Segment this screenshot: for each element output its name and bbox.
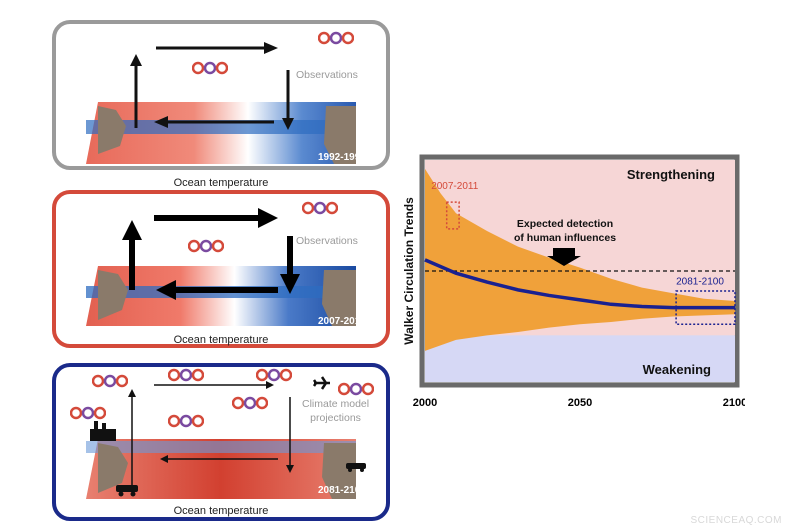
ocean-temperature-caption: Ocean temperature (173, 177, 269, 189)
co2-molecule-icon (92, 374, 128, 388)
period-label: 1992-1996 (318, 152, 366, 163)
observations-note: Observations (296, 235, 358, 247)
x-tick-label: 2000 (413, 397, 437, 409)
co2-molecule-icon (192, 61, 228, 75)
y-axis-label: Walker Circulation Trends (402, 197, 416, 345)
x-tick-label: 2100 (723, 397, 745, 409)
panel-observations-1992: Observations 1992-1996 Ocean temperature (52, 20, 390, 189)
ocean-map (86, 439, 356, 499)
projections-note-line1: Climate model (302, 398, 370, 410)
co2-molecule-icon (168, 368, 204, 382)
x-tick-label: 2050 (568, 397, 592, 409)
projections-note-line2: projections (310, 412, 361, 424)
car-icon (116, 485, 138, 497)
box-early-label: 2007-2011 (431, 181, 479, 192)
box-2007-2011 (445, 201, 460, 230)
factory-icon (90, 421, 116, 441)
strengthening-label: Strengthening (627, 167, 715, 182)
period-label: 2007-2011 (318, 316, 366, 327)
x-axis-ticks: 2000 2050 2100 (413, 397, 745, 409)
box-late-label: 2081-2100 (676, 276, 724, 287)
detection-arrow-icon (547, 248, 581, 266)
co2-molecule-icon (302, 201, 338, 215)
projections-note: Climate model projections (302, 397, 369, 425)
co2-molecule-icon (168, 414, 204, 428)
airplane-icon (312, 376, 330, 390)
car-icon (346, 463, 366, 472)
co2-molecule-icon (232, 396, 268, 410)
co2-molecule-icon (318, 31, 354, 45)
box-2081-2100 (675, 290, 736, 326)
ocean-temperature-caption: Ocean temperature (173, 505, 269, 517)
walker-circulation-chart: 2007-2011 2081-2100 Strengthening Weaken… (402, 154, 745, 409)
co2-molecule-icon (70, 406, 106, 420)
panel-climate-projections: Climate model projections 2081-2100 Ocea… (52, 363, 390, 521)
panel-observations-2007: Observations 2007-2011 Ocean temperature (52, 190, 390, 348)
period-label: 2081-2100 (318, 485, 366, 496)
trend-line (424, 258, 735, 310)
watermark: SCIENCEAQ.COM (690, 515, 782, 526)
observations-note: Observations (296, 69, 358, 81)
co2-molecule-icon (338, 382, 374, 396)
co2-molecule-icon (256, 368, 292, 382)
annotation-line2: of human influences (514, 232, 616, 244)
weakening-region (425, 335, 735, 382)
annotation-line1: Expected detection (517, 218, 613, 230)
ocean-temperature-caption: Ocean temperature (173, 334, 269, 346)
weakening-label: Weakening (643, 362, 711, 377)
co2-molecule-icon (188, 239, 224, 253)
